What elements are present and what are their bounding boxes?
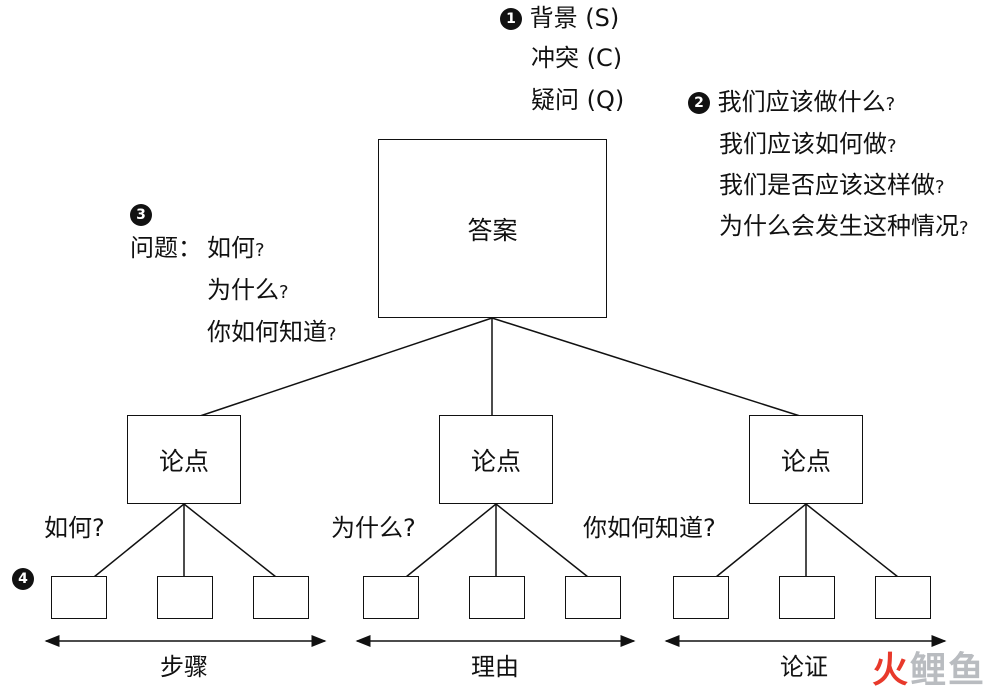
watermark-char-2: 鲤 [909, 650, 948, 691]
argument-2-question: 为什么? [331, 514, 416, 542]
marker-4-wrap: 4 [12, 564, 34, 592]
watermark-logo: 火鲤鱼 [872, 641, 986, 693]
argument-box-1-label: 论点 [158, 446, 209, 476]
scq-line-1: 1 背景 (S) [500, 4, 619, 32]
support-box [875, 576, 931, 619]
answer-q-line-4: 为什么会发生这种情况? [719, 212, 969, 240]
argument-box-3-label: 论点 [780, 446, 831, 476]
support-box [779, 576, 835, 619]
argument-box-2-label: 论点 [470, 446, 521, 476]
support-box [157, 576, 213, 619]
axis-label-evidence: 论证 [780, 653, 828, 681]
answer-q-line-2: 我们应该如何做? [719, 130, 897, 158]
support-box [469, 576, 525, 619]
question-type-1: 如何? [207, 234, 265, 262]
scq-complication: 冲突 (C) [531, 44, 623, 72]
argument-3-question: 你如何知道? [583, 514, 716, 542]
support-box [565, 576, 621, 619]
axis-label-reasons: 理由 [471, 653, 519, 681]
answer-q-4: 为什么会发生这种情况 [719, 212, 959, 240]
marker-3-wrap: 3 [130, 200, 152, 228]
watermark-char-3: 鱼 [947, 650, 986, 691]
argument-box-1: 论点 [127, 415, 241, 504]
link-answer-arg3 [491, 317, 801, 417]
answer-q-3: 我们是否应该这样做 [719, 171, 935, 199]
answer-box-label: 答案 [467, 215, 518, 245]
marker-1: 1 [500, 8, 522, 30]
support-box [673, 576, 729, 619]
question-types-label: 问题： [130, 234, 202, 262]
marker-2: 2 [688, 92, 710, 114]
question-type-3: 你如何知道? [207, 318, 337, 346]
link-answer-arg1 [199, 317, 493, 417]
answer-q-line-1: 2 我们应该做什么? [688, 88, 895, 119]
answer-q-1: 我们应该做什么 [717, 88, 886, 116]
support-box [51, 576, 107, 619]
argument-box-2: 论点 [439, 415, 553, 504]
marker-4: 4 [12, 568, 34, 590]
watermark-char-1: 火 [871, 650, 910, 691]
answer-q-2: 我们应该如何做 [719, 130, 887, 158]
scq-situation: 背景 (S) [529, 4, 620, 32]
argument-1-question: 如何? [44, 514, 105, 542]
answer-box: 答案 [378, 139, 607, 318]
support-box [363, 576, 419, 619]
argument-box-3: 论点 [749, 415, 863, 504]
scq-question: 疑问 (Q) [531, 86, 625, 114]
marker-3: 3 [130, 204, 152, 226]
question-type-2: 为什么? [207, 276, 289, 304]
axis-label-steps: 步骤 [160, 653, 208, 681]
support-box [253, 576, 309, 619]
answer-q-line-3: 我们是否应该这样做? [719, 171, 945, 199]
